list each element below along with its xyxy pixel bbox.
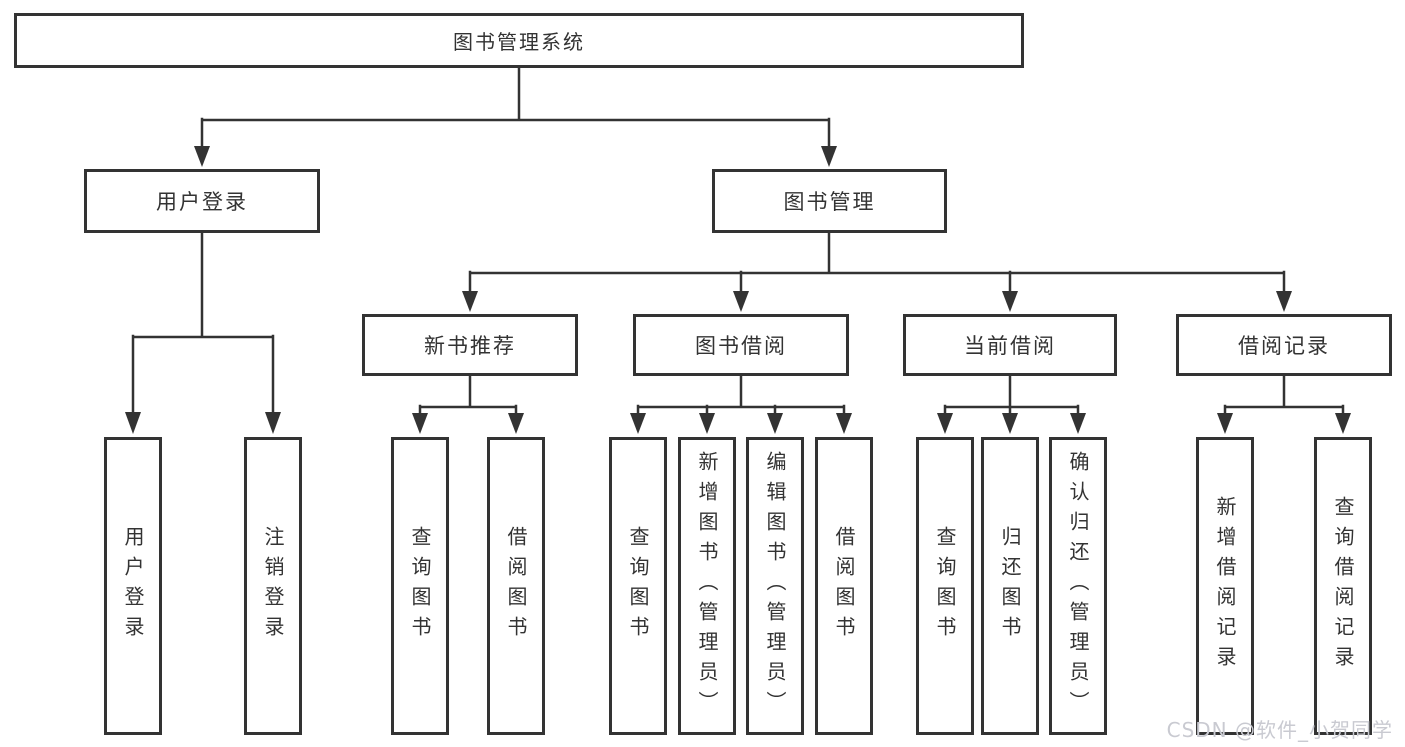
node-label: 查询图书 xyxy=(933,526,957,646)
leaf-query-borrow-record: 查询借阅记录 xyxy=(1314,437,1372,735)
node-library-management-system: 图书管理系统 xyxy=(14,13,1024,68)
leaf-borrow-books-borrowing: 借阅图书 xyxy=(815,437,873,735)
node-label: 新增图书（管理员） xyxy=(695,451,719,721)
leaf-query-books-current: 查询图书 xyxy=(916,437,974,735)
node-label: 编辑图书（管理员） xyxy=(763,451,787,721)
node-label: 确认归还（管理员） xyxy=(1066,451,1090,721)
node-label: 新书推荐 xyxy=(424,334,516,358)
node-borrowing-records: 借阅记录 xyxy=(1176,314,1392,376)
node-user-login: 用户登录 xyxy=(84,169,320,233)
leaf-query-books-recommend: 查询图书 xyxy=(391,437,449,735)
node-current-borrowing: 当前借阅 xyxy=(903,314,1117,376)
leaf-return-book: 归还图书 xyxy=(981,437,1039,735)
node-label: 借阅图书 xyxy=(832,526,856,646)
node-label: 归还图书 xyxy=(998,526,1022,646)
node-label: 查询借阅记录 xyxy=(1331,496,1355,676)
node-new-book-recommend: 新书推荐 xyxy=(362,314,578,376)
leaf-user-login: 用户登录 xyxy=(104,437,162,735)
node-label: 新增借阅记录 xyxy=(1213,496,1237,676)
node-label: 注销登录 xyxy=(261,526,285,646)
node-label: 用户登录 xyxy=(156,190,248,214)
leaf-logout: 注销登录 xyxy=(244,437,302,735)
node-label: 图书借阅 xyxy=(695,334,787,358)
node-book-management: 图书管理 xyxy=(712,169,947,233)
leaf-confirm-return-admin: 确认归还（管理员） xyxy=(1049,437,1107,735)
node-label: 借阅记录 xyxy=(1238,334,1330,358)
leaf-add-book-admin: 新增图书（管理员） xyxy=(678,437,736,735)
node-label: 当前借阅 xyxy=(964,334,1056,358)
leaf-borrow-books-recommend: 借阅图书 xyxy=(487,437,545,735)
node-label: 图书管理 xyxy=(783,190,876,214)
leaf-edit-book-admin: 编辑图书（管理员） xyxy=(746,437,804,735)
node-label: 借阅图书 xyxy=(504,526,528,646)
leaf-query-books-borrowing: 查询图书 xyxy=(609,437,667,735)
node-label: 查询图书 xyxy=(408,526,432,646)
node-book-borrowing: 图书借阅 xyxy=(633,314,849,376)
leaf-add-borrow-record: 新增借阅记录 xyxy=(1196,437,1254,735)
node-label: 用户登录 xyxy=(121,526,145,646)
node-label: 图书管理系统 xyxy=(453,30,585,54)
node-label: 查询图书 xyxy=(626,526,650,646)
